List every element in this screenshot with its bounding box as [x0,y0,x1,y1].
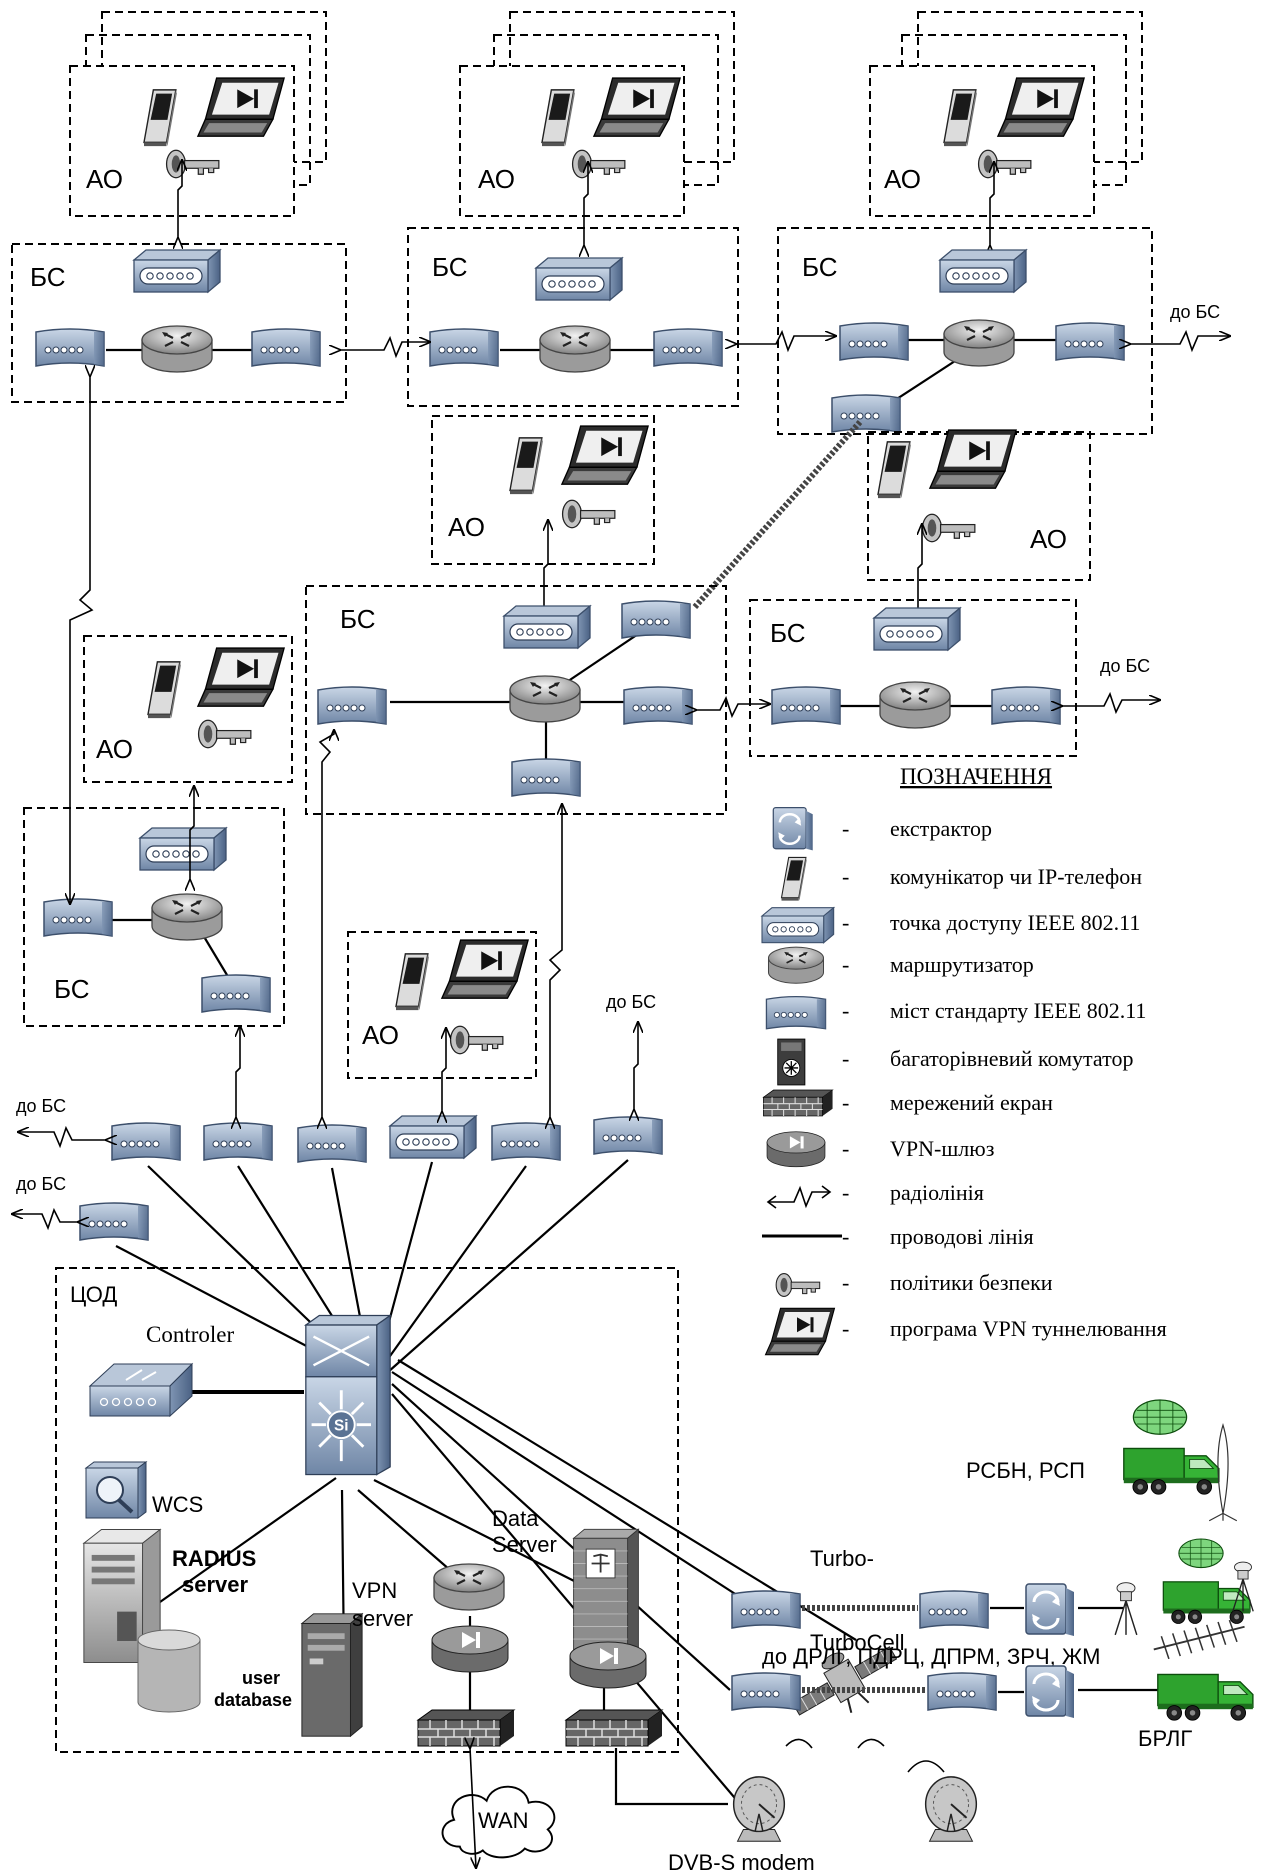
turbo-cable [691,420,863,610]
radio-links-mid-bs [696,691,1160,719]
legend-item-communicator: комунікатор чи IP-телефон [890,864,1142,889]
legend: ПОЗНАЧЕННЯ - екстрактор - комунікатор чи… [761,764,1167,1356]
bs-label: БС [802,252,838,282]
vpn-server-label: VPN [352,1578,397,1603]
multilayer-switch-icon [777,1038,806,1086]
radio-links-top [178,160,994,246]
firewall-icon [762,1089,834,1117]
rsbn-label: РСБН, РСП [966,1458,1085,1483]
bs-3: БС [777,227,1153,435]
access-point-icon [761,907,835,944]
ao-label: АО [86,164,123,194]
datacenter: ЦОД Controler WCS RADIUS server user dat… [55,1159,857,1831]
svg-text:-: - [842,1136,849,1161]
legend-item-firewall: мережений екран [890,1090,1053,1115]
svg-text:-: - [842,816,849,841]
legend-item-access-point: точка доступу IEEE 802.11 [890,910,1140,935]
svg-text:-: - [842,998,849,1023]
bs-5: БС [23,807,285,1027]
ao-group-3: АО [869,11,1143,217]
bs-central: БС [305,585,727,815]
legend-item-security: політики безпеки [890,1270,1053,1295]
radio-links-left [70,376,194,904]
svg-text:-: - [842,1090,849,1115]
ao-group-1: АО [69,11,327,217]
ao-group-7: АО [347,931,537,1079]
to-bs-label: до БС [1100,656,1150,676]
ao-label: АО [884,164,921,194]
router-icon [767,946,825,985]
brlg-label: БРЛГ [1138,1726,1192,1751]
legend-item-extractor: екстрактор [890,816,992,841]
bs-1: БС [11,243,347,403]
svg-text:-: - [842,864,849,889]
vpn-server-label: server [352,1606,413,1631]
ao-label: АО [362,1020,399,1050]
dvbs: DVB-S modem [614,1626,978,1875]
bs-label: БС [432,252,468,282]
bs-label: БС [54,974,90,1004]
radio-links-mid [544,520,922,614]
security-key-icon [775,1273,821,1297]
to-bs-label: до БС [1170,302,1220,322]
datacenter-label: ЦОД [70,1282,117,1307]
extractor-icon [772,806,814,852]
to-bs-label: до БС [606,992,656,1012]
bs-label: БС [340,604,376,634]
radius-label: server [182,1572,249,1597]
wcs-label: WCS [152,1492,203,1517]
data-server-label: Server [492,1532,557,1557]
vpn-gateway-icon [766,1131,826,1168]
legend-item-router: маршрутизатор [890,952,1034,977]
turbocell-label: TurboCell [810,1630,905,1655]
svg-text:-: - [842,952,849,977]
bs-label: БС [30,262,66,292]
userdb-label: user [242,1668,280,1688]
svg-text:-: - [842,1046,849,1071]
radio-links-bottom [12,730,638,1231]
to-bs-label: до БС [16,1096,66,1116]
ao-group-2: АО [459,11,735,217]
turbo-label: Turbo- [810,1546,874,1571]
bridge-icon [765,995,827,1030]
controller-label: Controler [146,1322,234,1347]
svg-text:-: - [842,1316,849,1341]
vpn-laptop-icon [764,1307,836,1356]
userdb-label: database [214,1690,292,1710]
legend-item-wired: проводові лінія [890,1224,1034,1249]
ao-label: АО [1030,524,1067,554]
svg-text:-: - [842,1224,849,1249]
legend-item-radio: радіолінія [890,1180,984,1205]
radio-links-bs-top [340,329,1230,359]
ao-group-5: АО [867,429,1091,581]
ao-group-4: АО [431,415,655,565]
radius-label: RADIUS [172,1546,256,1571]
communicator-icon [780,856,808,902]
turbo-links: Turbo- РСБН, РСП до ДРЛГ, ПДРЦ, ДПРМ, ЗР… [731,1399,1254,1751]
legend-item-switch: багаторівневий комутатор [890,1046,1133,1071]
wan: WAN [441,1748,556,1868]
dvbs-label: DVB-S modem [668,1850,815,1875]
drlg-label: до ДРЛГ, ПДРЦ, ДПРМ, ЗРЧ, ЖМ [762,1644,1100,1669]
wan-label: WAN [478,1808,529,1833]
radio-link-icon [767,1185,831,1209]
ao-label: АО [478,164,515,194]
legend-item-bridge: міст стандарту IEEE 802.11 [890,998,1146,1023]
bridges-row [79,1115,663,1241]
svg-text:-: - [842,1180,849,1205]
svg-text:-: - [842,910,849,935]
legend-title: ПОЗНАЧЕННЯ [900,764,1052,789]
legend-item-vpn-gateway: VPN-шлюз [890,1136,994,1161]
ao-label: АО [96,734,133,764]
ao-group-6: АО [83,635,293,783]
to-bs-label: до БС [16,1174,66,1194]
bs-label: БС [770,618,806,648]
legend-item-vpn-tunnel: програма VPN туннелювання [890,1316,1167,1341]
bs-2: БС [407,227,739,407]
ao-label: АО [448,512,485,542]
svg-text:-: - [842,1270,849,1295]
data-server-label: Data [492,1506,539,1531]
bs-4: БС [749,599,1077,757]
